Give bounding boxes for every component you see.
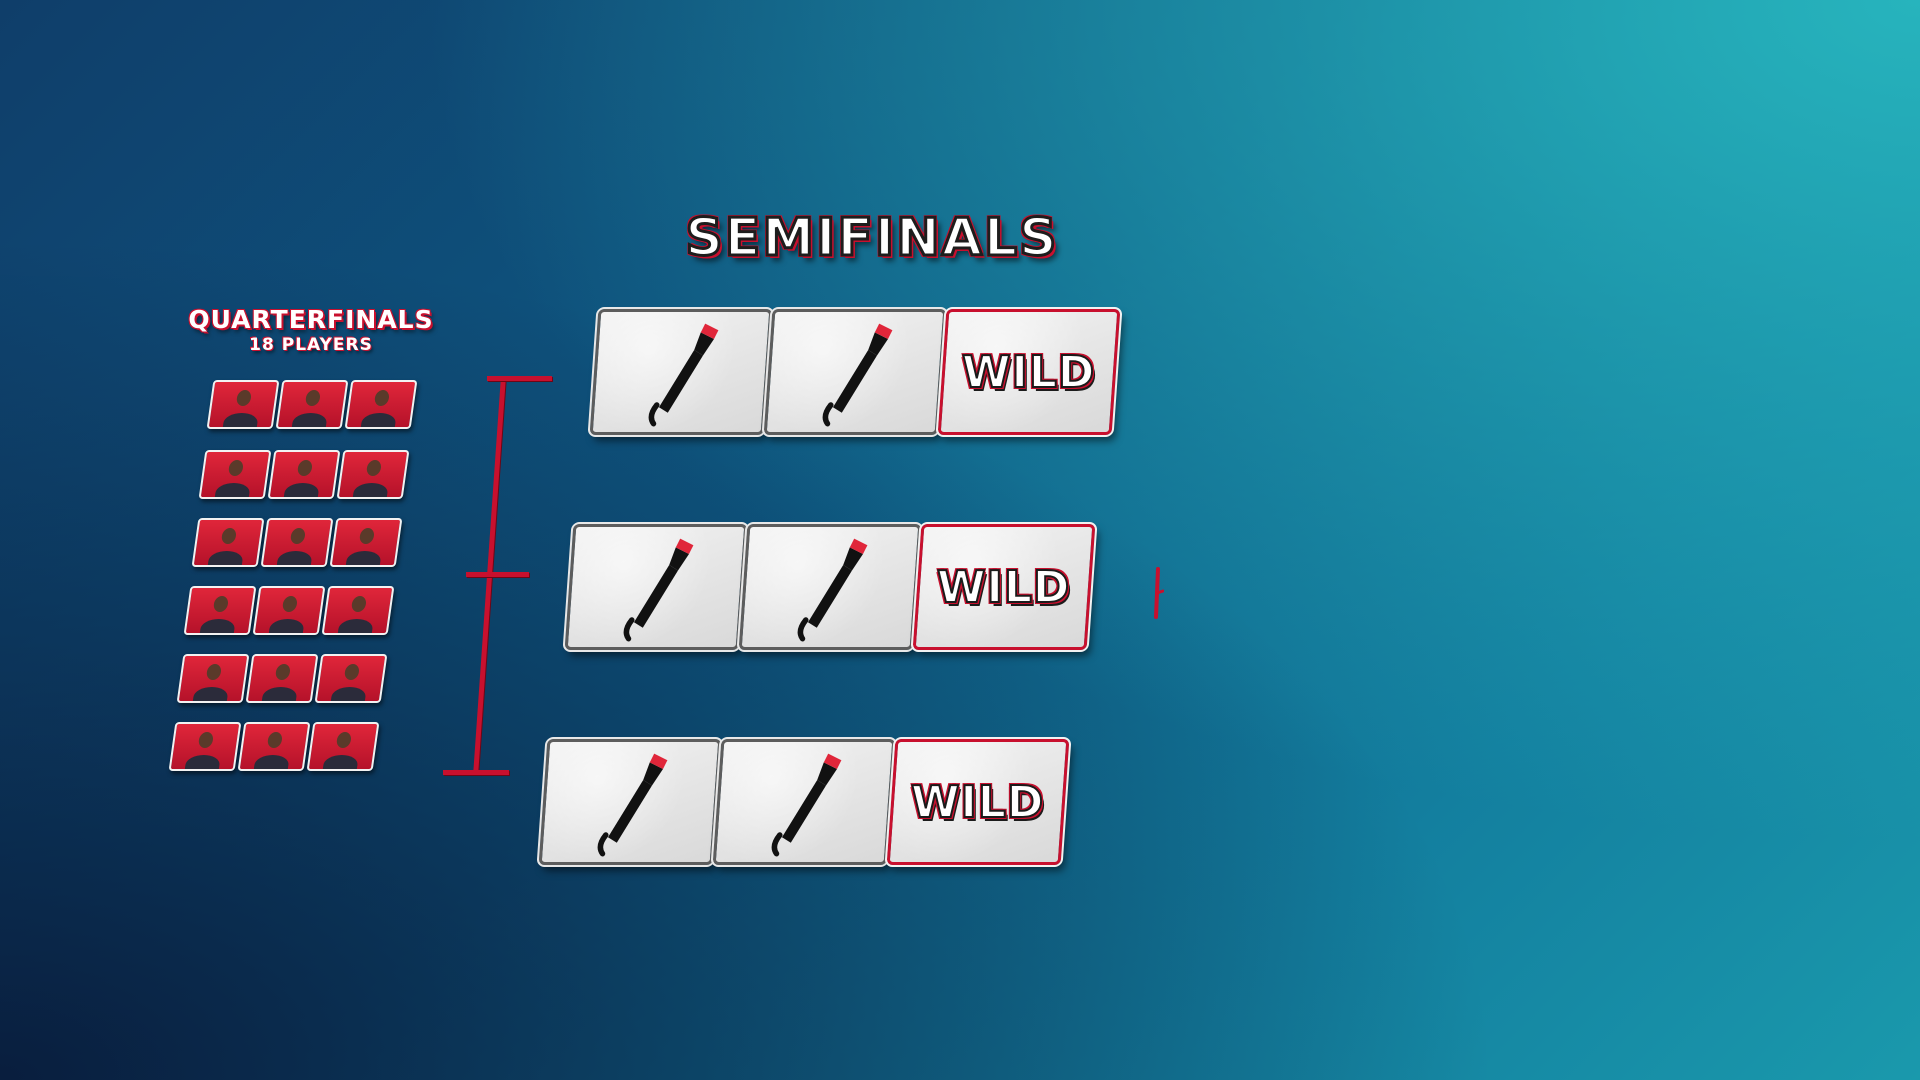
player-photo: [260, 518, 334, 567]
wild-card-slot: WILD: [935, 307, 1123, 437]
player-photo: [176, 654, 250, 703]
player-photo: [168, 722, 242, 771]
bracket-branch-top: [487, 376, 552, 381]
player-photo: [183, 586, 257, 635]
microphone-icon: [797, 538, 868, 642]
player-photo: [198, 450, 272, 499]
player-photo: [314, 654, 388, 703]
player-photo: [306, 722, 380, 771]
player-photo: [245, 654, 319, 703]
microphone-icon: [648, 323, 719, 427]
wild-card-slot: WILD: [910, 522, 1098, 652]
microphone-icon: [597, 753, 668, 857]
wild-label: WILD: [936, 561, 1071, 614]
wild-card-slot: WILD: [884, 737, 1072, 867]
player-photo: [344, 380, 418, 429]
semifinal-slot: [761, 307, 949, 437]
semifinal-slot: [562, 522, 750, 652]
microphone-icon: [623, 538, 694, 642]
semifinal-slot: [536, 737, 724, 867]
player-photo: [252, 586, 326, 635]
quarterfinals-subtitle: 18 PLAYERS: [249, 335, 373, 355]
player-group-2: [198, 450, 410, 499]
microphone-icon: [771, 753, 842, 857]
player-group-1: [206, 380, 418, 429]
player-group-5: [176, 654, 388, 703]
player-photo: [275, 380, 349, 429]
semifinal-slot: [587, 307, 775, 437]
semifinals-title: SEMIFINALS: [684, 207, 1059, 270]
player-group-6: [168, 722, 380, 771]
wild-label: WILD: [910, 776, 1045, 829]
quarterfinals-title: QUARTERFINALS: [188, 305, 434, 334]
player-photo: [329, 518, 403, 567]
bracket-branch-bottom: [443, 770, 509, 775]
wild-label: WILD: [961, 346, 1096, 399]
player-photo: [336, 450, 410, 499]
player-group-3: [191, 518, 403, 567]
player-photo: [267, 450, 341, 499]
semifinal-slot: [736, 522, 924, 652]
player-photo: [206, 380, 280, 429]
microphone-icon: [822, 323, 893, 427]
bracket-branch-middle: [466, 572, 529, 577]
semifinal-slot: [710, 737, 898, 867]
player-group-4: [183, 586, 395, 635]
player-photo: [237, 722, 311, 771]
player-photo: [191, 518, 265, 567]
bracket-line-fragment: [1154, 567, 1164, 619]
player-photo: [321, 586, 395, 635]
